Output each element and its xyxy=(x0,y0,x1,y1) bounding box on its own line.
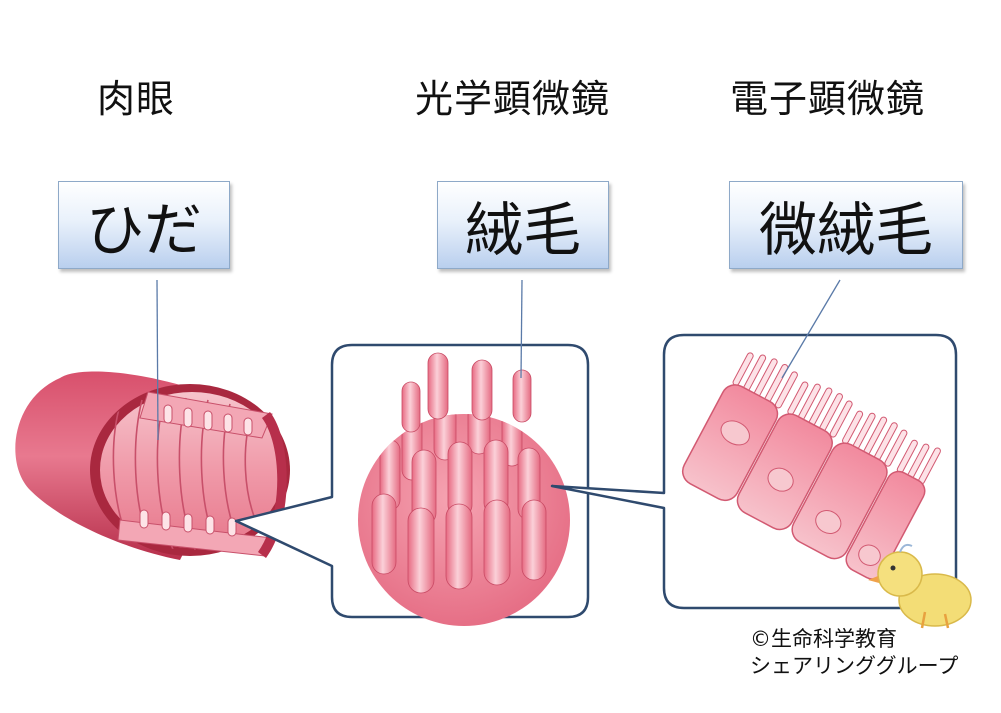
credit-line-2: シェアリンググループ xyxy=(750,654,959,678)
label-villi: 絨毛 xyxy=(437,181,609,269)
credit-line-1: ©生命科学教育 xyxy=(750,627,897,651)
label-microvilli: 微絨毛 xyxy=(729,181,963,269)
heading-light-microscope: 光学顕微鏡 xyxy=(415,77,611,121)
villi-frame xyxy=(234,343,590,626)
intestine-tube xyxy=(15,371,290,560)
label-folds: ひだ xyxy=(58,181,230,269)
heading-electron-microscope: 電子顕微鏡 xyxy=(730,77,926,121)
chick-icon xyxy=(868,543,972,629)
microvilli-frame xyxy=(550,333,958,610)
copyright-credit: ©生命科学教育 シェアリンググループ xyxy=(750,626,958,680)
leader-lines xyxy=(156,279,841,441)
heading-naked-eye: 肉眼 xyxy=(97,77,176,121)
